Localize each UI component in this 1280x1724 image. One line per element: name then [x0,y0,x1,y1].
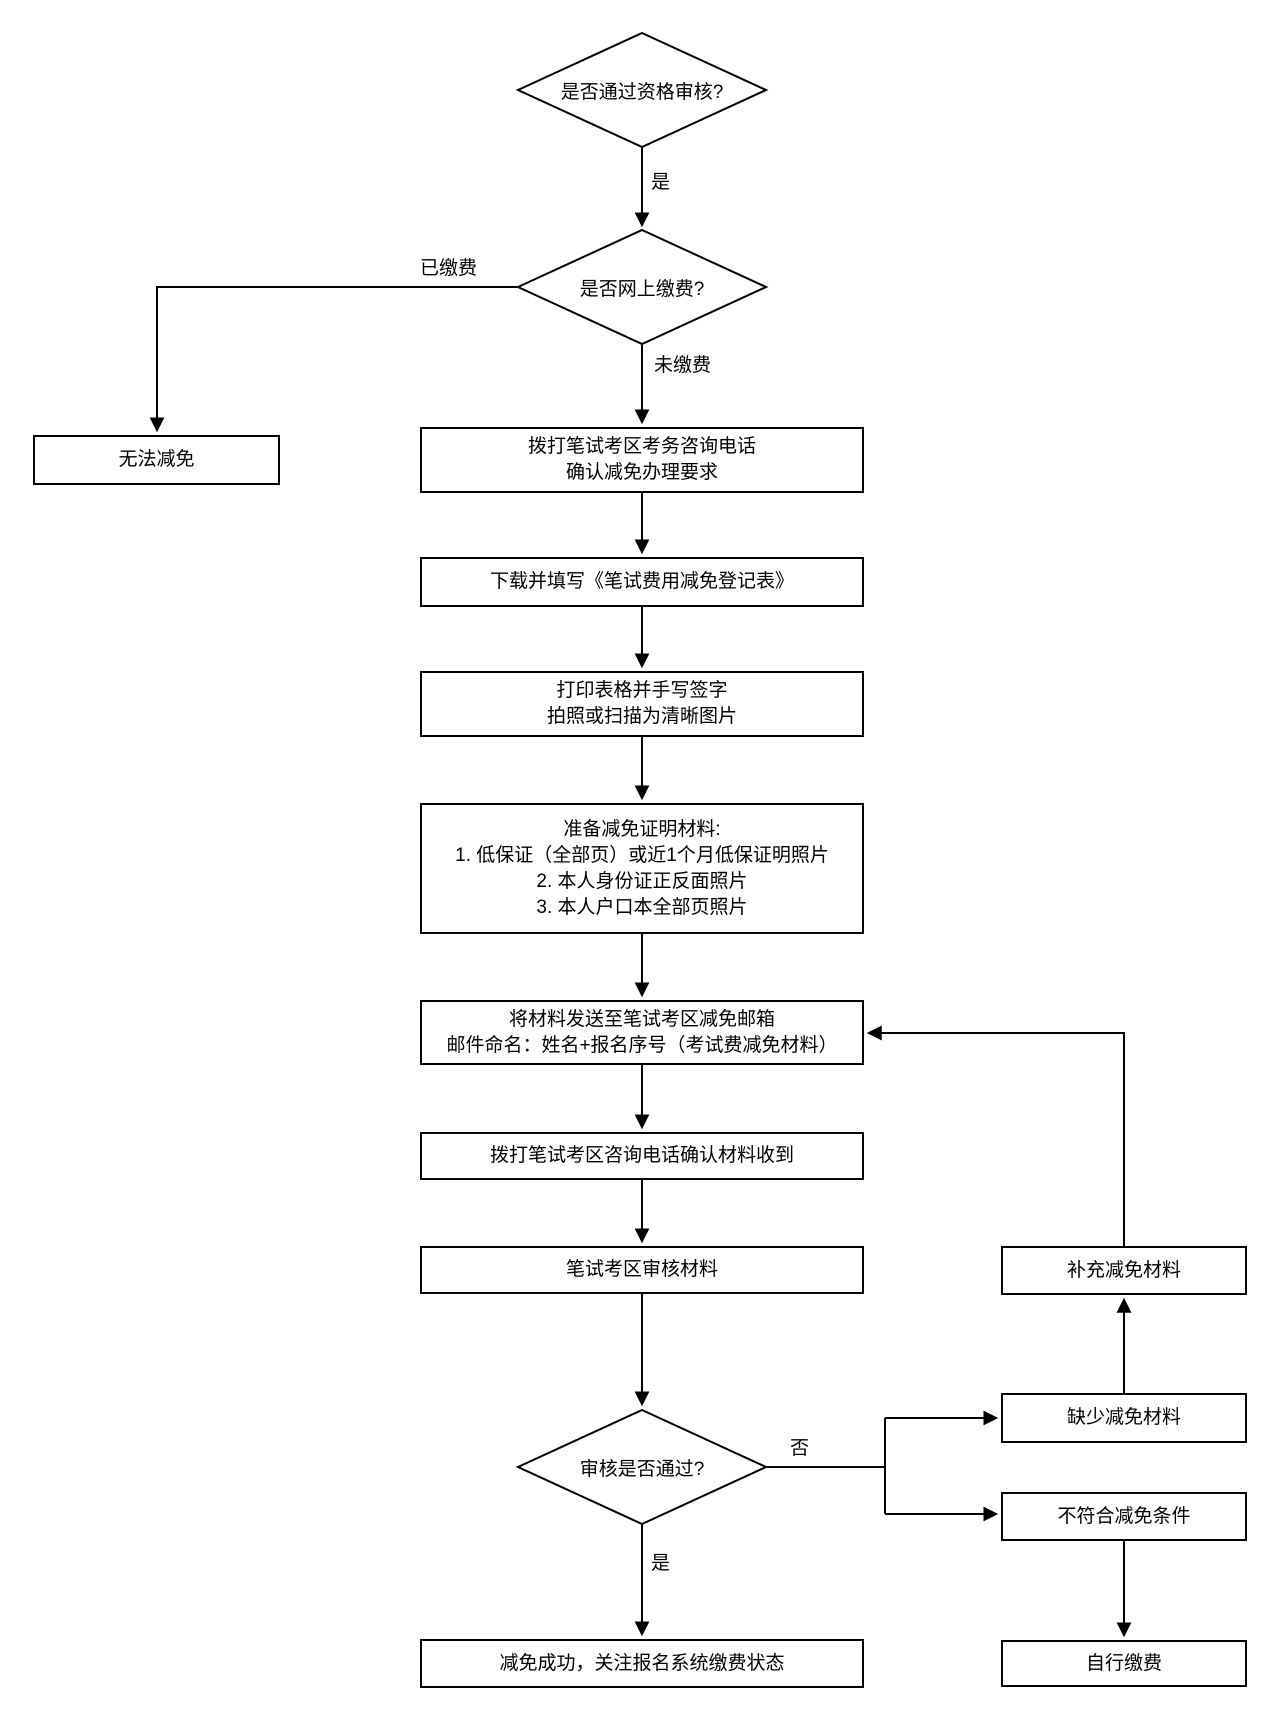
node-not-eligible-label: 不符合减免条件 [1057,1505,1191,1527]
node-download-form-label: 下载并填写《笔试费用减免登记表》 [489,571,794,592]
node-send-email-line2: 邮件命名：姓名+报名序号（考试费减免材料） [446,1034,838,1056]
node-supplement-materials-label: 补充减免材料 [1066,1259,1181,1281]
edge-label-review-yes: 是 [651,1553,671,1575]
decision-qualification: 是否通过资格审核? [515,31,769,149]
node-send-email: 将材料发送至笔试考区减免邮箱 邮件命名：姓名+报名序号（考试费减免材料） [420,1000,864,1065]
decision-qualification-label: 是否通过资格审核? [560,81,724,103]
node-no-waiver: 无法减免 [33,435,280,485]
node-supplement-materials: 补充减免材料 [1001,1246,1247,1295]
edge-label-paid: 已缴费 [420,258,478,280]
node-self-pay: 自行缴费 [1001,1640,1247,1687]
node-prepare-materials-line4: 3. 本人户口本全部页照片 [536,896,748,918]
edge-supplement-to-email [866,1025,1125,1246]
node-print-sign-line1: 打印表格并手写签字 [556,680,728,701]
node-confirm-received-label: 拨打笔试考区咨询电话确认材料收到 [489,1145,794,1166]
node-missing-materials: 缺少减免材料 [1001,1393,1247,1443]
node-print-sign: 打印表格并手写签字 拍照或扫描为清晰图片 [420,671,864,737]
node-review-materials-label: 笔试考区审核材料 [565,1259,718,1280]
edge-label-unpaid: 未缴费 [654,355,712,377]
node-call-requirements-line1: 拨打笔试考区考务咨询电话 [527,436,756,457]
edge-payment-paid-to-no-waiver [149,286,517,433]
node-prepare-materials-line1: 准备减免证明材料: [563,818,721,840]
decision-review: 审核是否通过? [515,1408,769,1526]
node-confirm-received: 拨打笔试考区咨询电话确认材料收到 [420,1132,864,1180]
decision-online-payment: 是否网上缴费? [515,228,769,346]
node-review-materials: 笔试考区审核材料 [420,1246,864,1294]
node-prepare-materials-line2: 1. 低保证（全部页）或近1个月低保证明照片 [455,844,829,866]
node-success: 减免成功，关注报名系统缴费状态 [420,1639,864,1688]
node-call-requirements: 拨打笔试考区考务咨询电话 确认减免办理要求 [420,427,864,493]
node-prepare-materials-line3: 2. 本人身份证正反面照片 [536,870,748,892]
node-no-waiver-label: 无法减免 [118,449,195,470]
node-send-email-line1: 将材料发送至笔试考区减免邮箱 [508,1008,775,1030]
node-success-label: 减免成功，关注报名系统缴费状态 [499,1652,785,1674]
node-call-requirements-line2: 确认减免办理要求 [565,462,718,483]
node-not-eligible: 不符合减免条件 [1001,1492,1247,1541]
node-self-pay-label: 自行缴费 [1085,1652,1162,1674]
node-print-sign-line2: 拍照或扫描为清晰图片 [546,706,737,727]
node-download-form: 下载并填写《笔试费用减免登记表》 [420,557,864,607]
node-prepare-materials: 准备减免证明材料: 1. 低保证（全部页）或近1个月低保证明照片 2. 本人身份… [420,803,864,934]
decision-review-label: 审核是否通过? [579,1458,705,1480]
edge-label-review-no: 否 [790,1438,810,1460]
edge-label-qualification-yes: 是 [651,172,671,194]
node-missing-materials-label: 缺少减免材料 [1066,1407,1181,1428]
decision-online-payment-label: 是否网上缴费? [579,278,705,300]
